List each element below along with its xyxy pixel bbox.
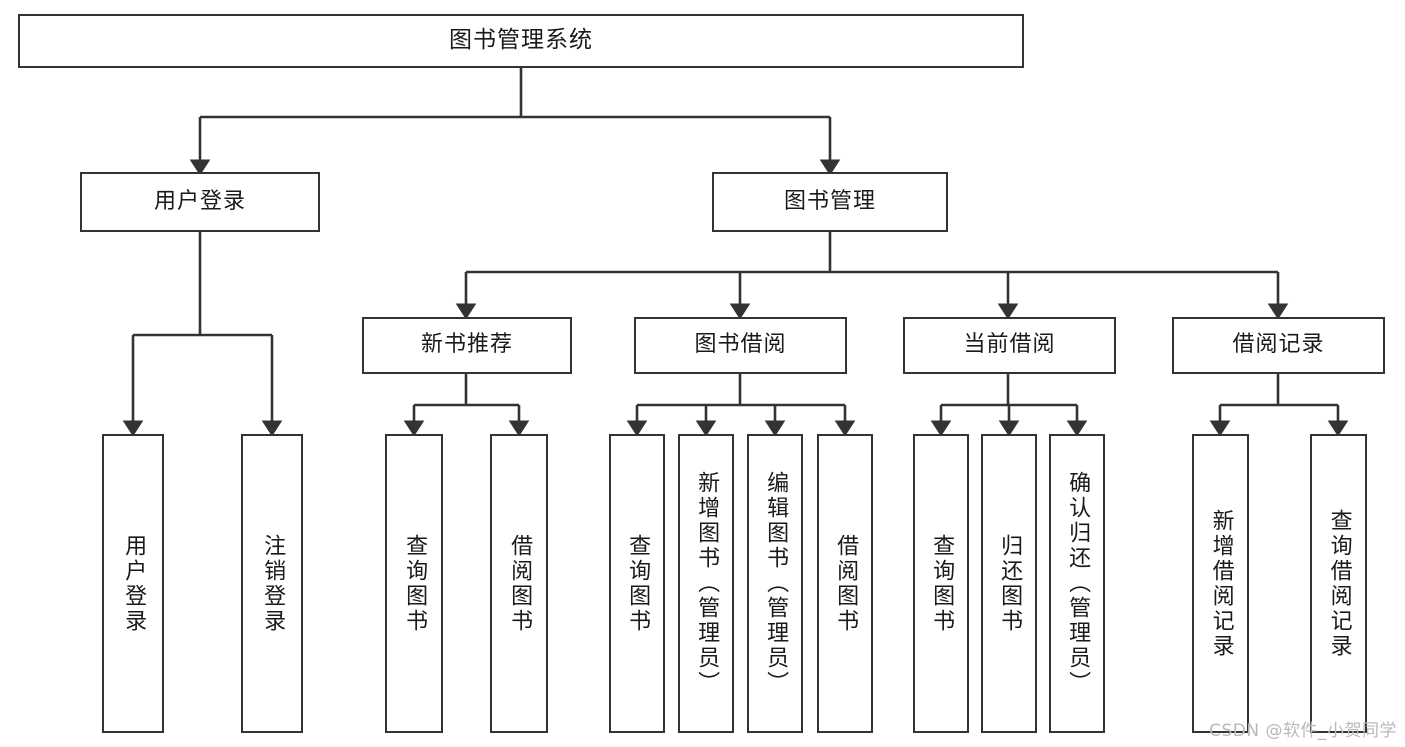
leaf-new-book-query-books[interactable]: 查询图书 xyxy=(385,434,443,733)
node-borrowing-records[interactable]: 借阅记录 xyxy=(1172,317,1385,374)
node-book-management[interactable]: 图书管理 xyxy=(712,172,948,232)
leaf-current-confirm-return-admin[interactable]: 确认归还（管理员） xyxy=(1049,434,1105,733)
leaf-borrow-add-book-admin[interactable]: 新增图书（管理员） xyxy=(678,434,734,733)
leaf-borrow-query-books[interactable]: 查询图书 xyxy=(609,434,665,733)
leaf-new-book-borrow-books[interactable]: 借阅图书 xyxy=(490,434,548,733)
leaf-logout-login[interactable]: 注销登录 xyxy=(241,434,303,733)
leaf-records-query-borrow-record[interactable]: 查询借阅记录 xyxy=(1310,434,1367,733)
csdn-watermark: CSDN @软件_小贺同学 xyxy=(1209,721,1397,741)
node-user-login[interactable]: 用户登录 xyxy=(80,172,320,232)
node-book-borrowing[interactable]: 图书借阅 xyxy=(634,317,847,374)
leaf-borrow-borrow-books[interactable]: 借阅图书 xyxy=(817,434,873,733)
leaf-user-login[interactable]: 用户登录 xyxy=(102,434,164,733)
leaf-records-add-borrow-record[interactable]: 新增借阅记录 xyxy=(1192,434,1249,733)
leaf-current-return-books[interactable]: 归还图书 xyxy=(981,434,1037,733)
node-new-book-recommendation[interactable]: 新书推荐 xyxy=(362,317,572,374)
node-root-book-management-system[interactable]: 图书管理系统 xyxy=(18,14,1024,68)
leaf-current-query-books[interactable]: 查询图书 xyxy=(913,434,969,733)
node-current-borrowing[interactable]: 当前借阅 xyxy=(903,317,1116,374)
leaf-borrow-edit-book-admin[interactable]: 编辑图书（管理员） xyxy=(747,434,803,733)
